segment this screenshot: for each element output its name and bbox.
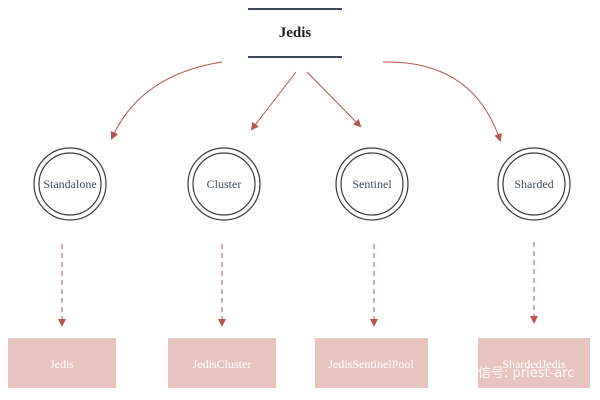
mode-label-standalone: Standalone bbox=[43, 177, 96, 191]
mode-node-cluster: Cluster bbox=[187, 147, 261, 221]
mode-label-cluster: Cluster bbox=[207, 177, 242, 191]
client-label-shardedjedis: ShardedJedis bbox=[502, 357, 566, 371]
client-label-jedis: Jedis bbox=[50, 357, 74, 371]
arrow-root-to-sentinel bbox=[306, 71, 362, 128]
client-box-jediscluster: JedisCluster bbox=[168, 338, 276, 388]
arrow-root-to-cluster bbox=[250, 71, 297, 131]
mode-label-sentinel: Sentinel bbox=[352, 177, 392, 191]
arrow-root-to-standalone bbox=[110, 61, 223, 140]
mode-node-sentinel: Sentinel bbox=[335, 147, 409, 221]
client-label-jedissentinelpool: JedisSentinelPool bbox=[328, 357, 414, 371]
client-label-jediscluster: JedisCluster bbox=[193, 357, 252, 371]
client-box-jedissentinelpool: JedisSentinelPool bbox=[315, 338, 428, 388]
mode-node-sharded: Sharded bbox=[497, 147, 571, 221]
client-box-shardedjedis: ShardedJedis bbox=[478, 338, 590, 388]
mode-node-standalone: Standalone bbox=[33, 147, 107, 221]
mode-label-sharded: Sharded bbox=[514, 177, 553, 191]
root-node: Jedis bbox=[248, 8, 342, 58]
arrow-root-to-sharded bbox=[382, 61, 502, 142]
client-box-jedis: Jedis bbox=[8, 338, 116, 388]
root-label: Jedis bbox=[279, 25, 312, 41]
